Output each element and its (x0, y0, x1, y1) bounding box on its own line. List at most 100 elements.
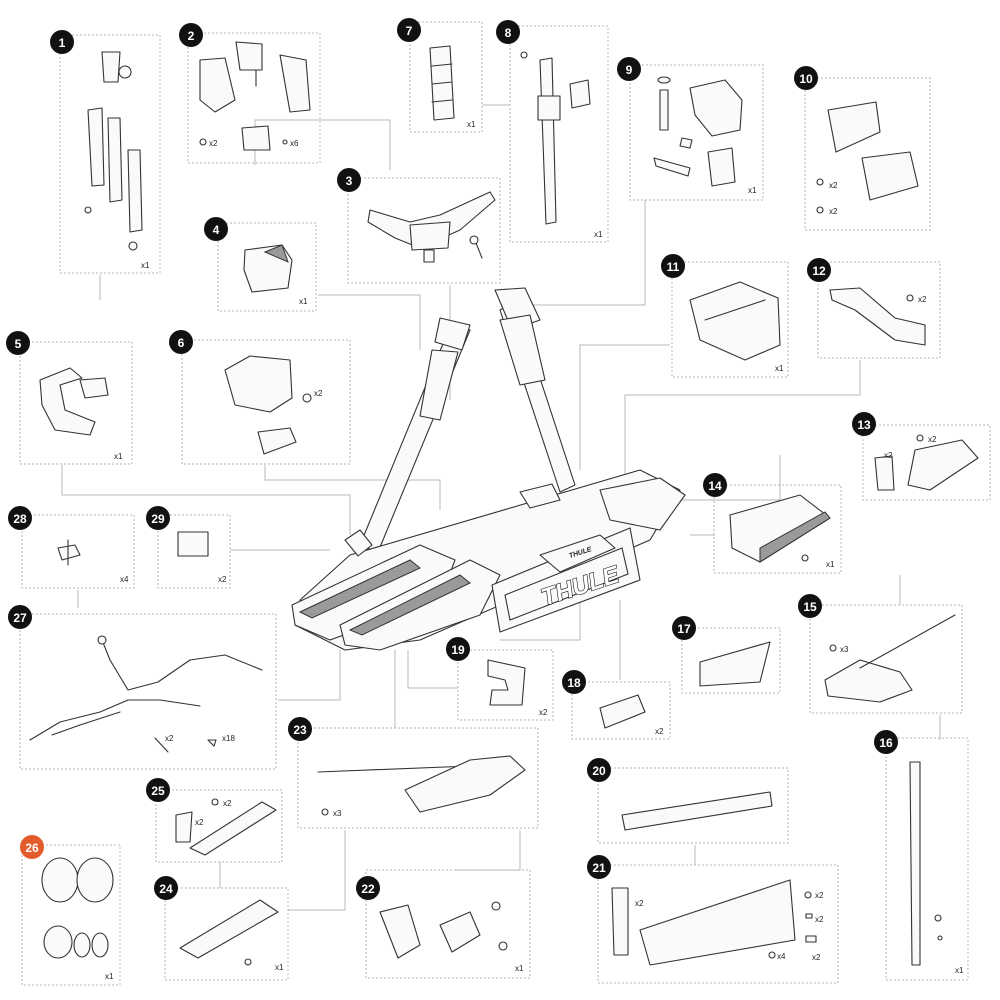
badge-29[interactable]: 29 (146, 506, 170, 530)
badge-21[interactable]: 21 (587, 855, 611, 879)
qty-19-a: x2 (539, 708, 548, 717)
svg-text:11: 11 (667, 260, 680, 274)
qty-22-a: x1 (515, 964, 524, 973)
part-boxes (19, 21, 991, 986)
badge-15[interactable]: 15 (798, 594, 822, 618)
part-8-drawing (520, 51, 591, 225)
badge-7[interactable]: 7 (397, 18, 421, 42)
badge-3[interactable]: 3 (337, 168, 361, 192)
qty-8-a: x1 (594, 230, 603, 239)
qty-12-a: x2 (918, 295, 927, 304)
badge-13[interactable]: 13 (852, 412, 876, 436)
svg-text:25: 25 (151, 784, 165, 798)
part-27-drawing (29, 635, 263, 753)
badge-19[interactable]: 19 (446, 637, 470, 661)
part-26-drawing (41, 857, 114, 959)
svg-text:5: 5 (15, 337, 22, 351)
svg-text:6: 6 (178, 336, 185, 350)
badge-10[interactable]: 10 (794, 66, 818, 90)
qty-10-a: x2 (829, 181, 838, 190)
svg-text:13: 13 (857, 418, 871, 432)
badge-14[interactable]: 14 (703, 473, 727, 497)
svg-text:16: 16 (879, 736, 893, 750)
part-10-drawing (816, 101, 919, 214)
qty-15-a: x3 (840, 645, 849, 654)
part-19-drawing (487, 659, 526, 706)
part-18-drawing (599, 694, 646, 729)
qty-21-c: x2 (815, 915, 824, 924)
quantity-labels: x1 x2 x6 x1 x1 x2 x1 x1 x1 x2 x2 x1 x2 x… (105, 120, 964, 981)
svg-text:21: 21 (592, 861, 606, 875)
part-3-drawing (367, 191, 496, 263)
svg-text:2: 2 (188, 29, 195, 43)
qty-18-a: x2 (655, 727, 664, 736)
svg-text:12: 12 (812, 264, 826, 278)
qty-13-b: x2 (928, 435, 937, 444)
qty-2-b: x6 (290, 139, 299, 148)
part-12-drawing (829, 287, 926, 346)
part-25-drawing (175, 798, 277, 856)
svg-text:10: 10 (799, 72, 813, 86)
svg-text:9: 9 (626, 63, 633, 77)
qty-6-a: x2 (314, 389, 323, 398)
part-23-drawing (317, 755, 526, 816)
qty-26-a: x1 (105, 972, 114, 981)
part-22-drawing (379, 901, 508, 959)
qty-23-a: x3 (333, 809, 342, 818)
qty-11-a: x1 (775, 364, 784, 373)
qty-21-b: x2 (815, 891, 824, 900)
badge-11[interactable]: 11 (661, 254, 685, 278)
badge-23[interactable]: 23 (288, 717, 312, 741)
badge-17[interactable]: 17 (672, 616, 696, 640)
badge-2[interactable]: 2 (179, 23, 203, 47)
part-6-drawing (224, 355, 312, 455)
part-13-drawing (874, 434, 979, 491)
svg-text:22: 22 (361, 882, 375, 896)
qty-21-a: x2 (635, 899, 644, 908)
part-1-drawing (84, 51, 143, 251)
badge-6[interactable]: 6 (169, 330, 193, 354)
badge-24[interactable]: 24 (154, 876, 178, 900)
badge-4[interactable]: 4 (204, 217, 228, 241)
part-9-drawing (653, 76, 743, 187)
svg-text:3: 3 (346, 174, 353, 188)
badge-16[interactable]: 16 (874, 730, 898, 754)
part-15-drawing (824, 614, 956, 703)
svg-text:15: 15 (803, 600, 817, 614)
badge-27[interactable]: 27 (8, 605, 32, 629)
svg-text:14: 14 (708, 479, 722, 493)
badge-28[interactable]: 28 (8, 506, 32, 530)
qty-21-e: x2 (812, 953, 821, 962)
badge-22[interactable]: 22 (356, 876, 380, 900)
svg-text:18: 18 (567, 676, 581, 690)
svg-text:29: 29 (151, 512, 165, 526)
svg-text:20: 20 (592, 764, 606, 778)
part-17-drawing (699, 641, 771, 687)
svg-text:27: 27 (13, 611, 27, 625)
badge-12[interactable]: 12 (807, 258, 831, 282)
part-24-drawing (179, 899, 279, 966)
qty-28-a: x4 (120, 575, 129, 584)
qty-25-a: x2 (195, 818, 204, 827)
badge-18[interactable]: 18 (562, 670, 586, 694)
badge-8[interactable]: 8 (496, 20, 520, 44)
qty-16-a: x1 (955, 966, 964, 975)
svg-text:8: 8 (505, 26, 512, 40)
qty-4-a: x1 (299, 297, 308, 306)
part-21-drawing (611, 879, 817, 966)
badge-1[interactable]: 1 (50, 30, 74, 54)
badge-25[interactable]: 25 (146, 778, 170, 802)
badge-9[interactable]: 9 (617, 57, 641, 81)
badge-5[interactable]: 5 (6, 331, 30, 355)
part-28-drawing (57, 539, 81, 566)
badge-26[interactable]: 26 (20, 835, 44, 859)
badge-20[interactable]: 20 (587, 758, 611, 782)
svg-text:7: 7 (406, 24, 413, 38)
svg-text:28: 28 (13, 512, 27, 526)
qty-13-a: x2 (884, 451, 893, 460)
part-16-drawing (909, 761, 943, 966)
qty-29-a: x2 (218, 575, 227, 584)
part-20-drawing (621, 791, 773, 831)
qty-14-a: x1 (826, 560, 835, 569)
